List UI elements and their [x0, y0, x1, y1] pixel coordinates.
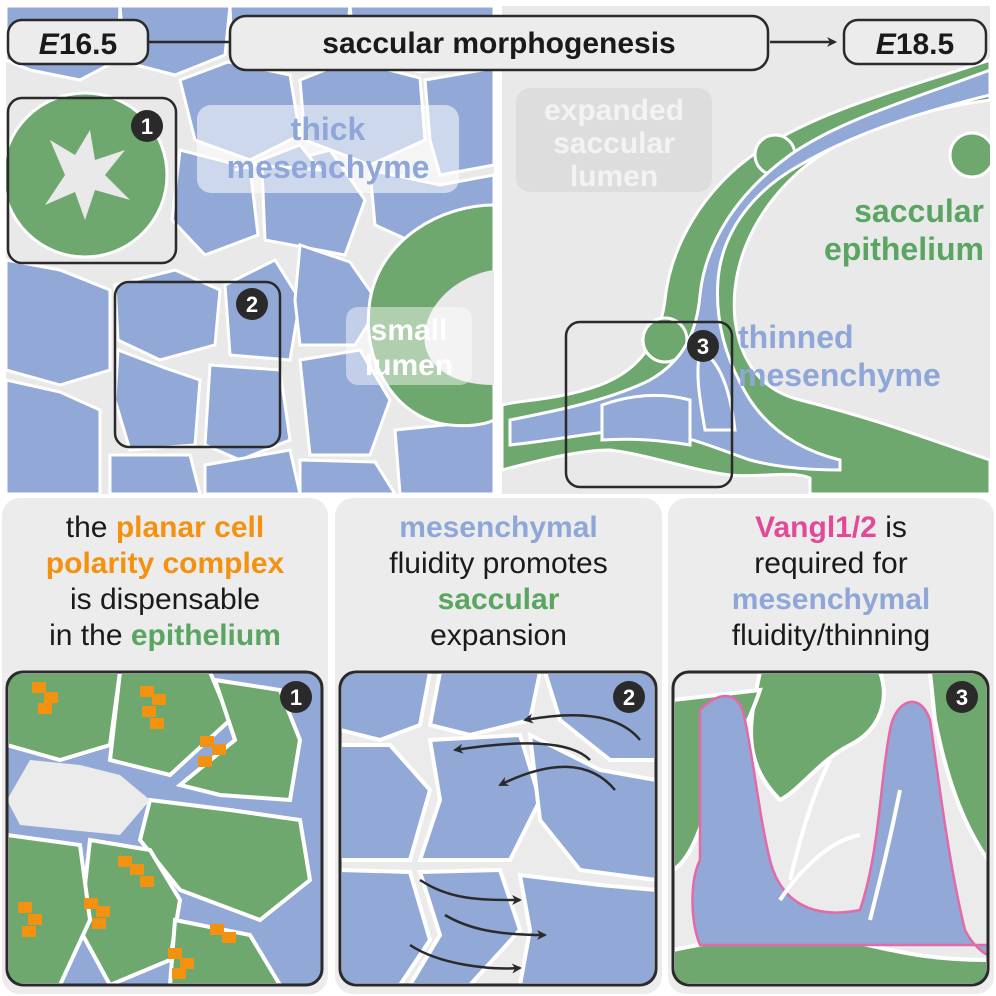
inset-1-frame — [5, 670, 324, 987]
start-stage-label: E16.5 — [39, 28, 117, 61]
expanded-label: expanded — [544, 94, 684, 127]
end-stage-label: E18.5 — [876, 28, 954, 61]
caption-3: Vangl1/2 is required for mesenchymal flu… — [731, 511, 931, 652]
zoom-box-2-badge — [236, 288, 268, 320]
thinned-label: thinned — [738, 319, 854, 355]
zoom-box-1-number: 1 — [141, 114, 153, 139]
mesenchyme-label-right: mesenchyme — [738, 357, 941, 393]
small-lumen-label-bg — [346, 307, 472, 385]
inset-3 — [673, 672, 988, 985]
inset-3-badge — [946, 681, 978, 713]
zoom-box-2-number: 2 — [246, 292, 258, 317]
lumen-1 — [45, 130, 130, 220]
epithelium-label: epithelium — [824, 231, 984, 267]
inset-2-number: 2 — [623, 685, 635, 710]
inset-3-frame — [671, 670, 990, 987]
thick-mesenchyme-label-bg — [197, 105, 459, 193]
caption-2: mesenchymal fluidity promotes saccular e… — [389, 511, 608, 652]
vangl-mesenchyme — [691, 694, 988, 957]
saccular-label: saccular — [854, 193, 984, 229]
expanded-lumen-label-bg — [516, 88, 712, 192]
e18-panel: expanded saccular lumen saccular epithel… — [502, 6, 990, 494]
zoom-box-1 — [6, 96, 178, 265]
inset-2-frame — [338, 670, 658, 987]
zoom-box-2 — [113, 280, 282, 449]
inset-2-badge — [613, 681, 645, 713]
thick-label: thick — [291, 111, 366, 147]
mesenchyme-label-left: mesenchyme — [227, 149, 430, 185]
septum-mesenchyme — [508, 68, 990, 472]
inset-1-number: 1 — [290, 685, 302, 710]
timeline-header: E16.5 saccular morphogenesis E18.5 — [6, 14, 988, 72]
septum-epithelium — [502, 58, 990, 494]
process-label: saccular morphogenesis — [322, 27, 675, 60]
lumen-label-left: lumen — [365, 349, 453, 382]
inset-2 — [340, 672, 656, 985]
start-stage-pill — [6, 18, 150, 66]
small-label: small — [371, 314, 448, 347]
inset-1-badge — [280, 681, 312, 713]
e16-panel: thick mesenchyme small lumen 1 2 — [6, 6, 494, 494]
lumen-label-right: lumen — [570, 160, 658, 193]
lumen-2 — [424, 270, 494, 385]
caption-1: the planar cell polarity complex is disp… — [45, 511, 285, 652]
saccular-label-bg: saccular — [553, 127, 675, 160]
zoom-box-1-badge — [131, 110, 163, 142]
end-stage-pill — [842, 18, 988, 66]
fluidity-arrows — [409, 713, 641, 974]
inset-1 — [7, 672, 322, 985]
zoom-box-3-badge — [687, 330, 719, 362]
inset-3-number: 3 — [956, 685, 968, 710]
pcp-complexes — [18, 682, 236, 979]
zoom-box-3-number: 3 — [697, 334, 709, 359]
zoom-box-3 — [564, 320, 734, 489]
process-pill — [228, 14, 770, 72]
